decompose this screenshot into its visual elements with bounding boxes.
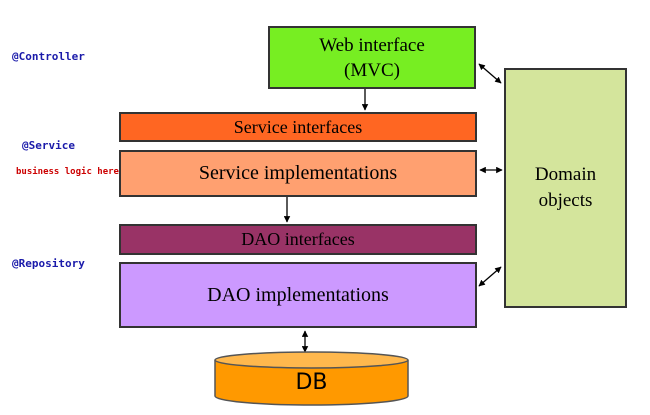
- dao-implementations-label: DAO implementations: [207, 283, 389, 306]
- business-logic-note-line2: here: [97, 167, 119, 177]
- db-cylinder-top: [214, 351, 409, 369]
- db-cylinder: [214, 351, 409, 406]
- service-implementations-label: Service implementations: [198, 162, 398, 184]
- domain-objects-box: Domain objects: [504, 68, 627, 308]
- service-interfaces-label: Service interfaces: [233, 116, 363, 137]
- domain-objects-line1: Domain: [534, 164, 597, 185]
- dao-interfaces-label: DAO interfaces: [241, 229, 355, 249]
- dao-implementations-box: DAO implementations: [119, 262, 477, 328]
- controller-annotation: @Controller: [12, 50, 85, 63]
- dao-interfaces-box: DAO interfaces: [119, 224, 477, 255]
- service-annotation: @Service: [22, 139, 75, 152]
- service-interfaces-box: Service interfaces: [119, 112, 477, 142]
- business-logic-note: business logic here: [16, 166, 119, 178]
- db-label: DB: [295, 370, 328, 395]
- arrow-dao-domain: [478, 266, 502, 287]
- business-logic-note-line1: business logic: [16, 167, 92, 177]
- db-cylinder-body: [214, 360, 409, 406]
- web-interface-line1: Web interface: [319, 34, 425, 56]
- web-interface-line2: (MVC): [344, 59, 400, 81]
- web-interface-box: Web interface (MVC): [268, 26, 476, 89]
- service-implementations-box: Service implementations: [119, 150, 477, 197]
- arrow-web-domain: [478, 63, 502, 84]
- domain-objects-line2: objects: [538, 190, 593, 211]
- repository-annotation: @Repository: [12, 257, 85, 270]
